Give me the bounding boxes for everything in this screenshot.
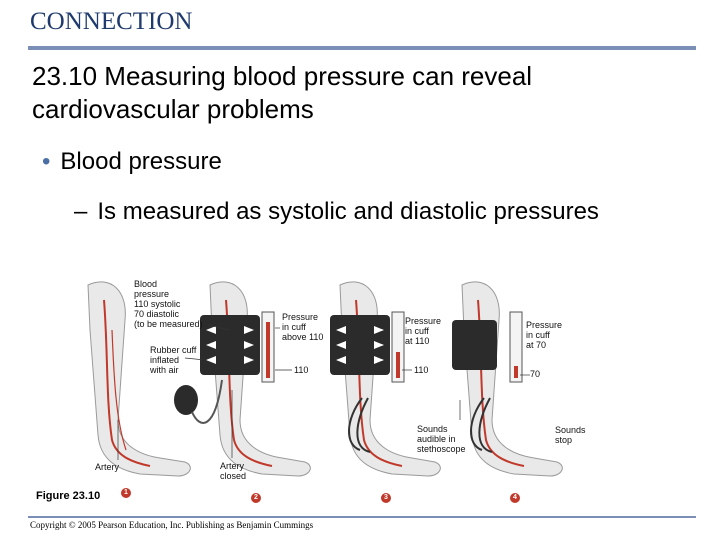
figure-caption: Figure 23.10 (36, 490, 101, 502)
section-header: CONNECTION (30, 8, 193, 35)
bullet-2-text: Is measured as systolic and diastolic pr… (97, 198, 599, 225)
cuff-4 (452, 320, 497, 370)
top-divider (28, 46, 696, 50)
stethoscope-3 (348, 397, 371, 453)
manometer-4 (509, 311, 523, 383)
arm-panel-4 (452, 281, 563, 477)
bullet-dash-icon: – (74, 198, 88, 225)
step-1-badge: 1 (121, 488, 131, 498)
arm-panel-3 (330, 281, 441, 477)
bullet-1-text: Blood pressure (60, 148, 222, 175)
step-3-badge: 3 (381, 493, 391, 503)
manometer-3 (391, 311, 405, 383)
copyright-text: Copyright © 2005 Pearson Education, Inc.… (30, 520, 314, 530)
label-pressure-at-110: Pressure in cuff at 110 (405, 316, 442, 346)
inflation-bulb (174, 385, 198, 415)
arm-panel-2 (174, 281, 311, 477)
label-blood-pressure: Blood pressure 110 systolic 70 diastolic… (134, 279, 203, 329)
label-110-b: 110 (414, 365, 429, 375)
label-pressure-above: Pressure in cuff above 110 (282, 312, 324, 342)
label-70: 70 (530, 369, 541, 379)
label-artery-closed: Artery closed (220, 461, 247, 481)
label-sounds-audible: Sounds audible in stethoscope (417, 424, 466, 454)
label-sounds-stop: Sounds stop (555, 425, 586, 445)
bullet-level-2: –Is measured as systolic and diastolic p… (74, 198, 599, 226)
step-4-badge: 4 (510, 493, 520, 503)
bullet-level-1: • Blood pressure (42, 148, 222, 176)
slide-title: 23.10 Measuring blood pressure can revea… (32, 61, 533, 124)
bottom-divider (28, 516, 696, 518)
blood-pressure-figure (87, 281, 563, 477)
step-2-badge: 2 (251, 493, 261, 503)
bullet-dot-icon: • (42, 148, 51, 175)
label-pressure-at-70: Pressure in cuff at 70 (526, 320, 563, 350)
label-110-a: 110 (294, 365, 309, 375)
arm-panel-1 (87, 281, 191, 477)
label-rubber-cuff: Rubber cuff inflated with air (150, 345, 197, 375)
label-artery: Artery (95, 462, 120, 472)
stethoscope-4 (470, 397, 493, 453)
